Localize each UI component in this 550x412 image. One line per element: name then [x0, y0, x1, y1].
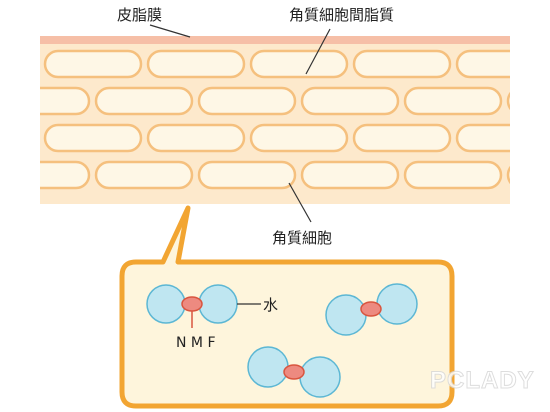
water-molecule: [198, 284, 238, 324]
nmf-molecule: [360, 301, 382, 317]
water-molecule: [247, 346, 289, 388]
corneocyte-label: 角質細胞: [272, 229, 332, 247]
nmf-label: N M F: [176, 335, 216, 351]
corneocyte-cell: [403, 160, 503, 190]
corneocyte-cell: [249, 123, 349, 153]
corneocyte-cell: [249, 49, 349, 79]
watermark-logo: PCLADY: [430, 367, 535, 394]
corneocyte-cell: [40, 86, 91, 116]
corneocyte-cell: [300, 160, 400, 190]
corneocyte-cell: [43, 123, 143, 153]
water-nmf-molecule: [247, 346, 341, 398]
water-molecule: [376, 283, 418, 325]
water-label: 水: [263, 296, 278, 314]
corneocyte-cell: [403, 86, 503, 116]
nmf-molecule: [283, 364, 305, 380]
water-nmf-molecule: [146, 284, 238, 324]
corneocyte-cell: [0, 51, 38, 77]
corneocyte-cell: [300, 86, 400, 116]
corneocyte-cell: [455, 123, 510, 153]
sebum-membrane-leader: [149, 24, 191, 38]
corneocyte-cell: [197, 160, 297, 190]
sebum-membrane-label: 皮脂膜: [117, 6, 162, 24]
corneocyte-cell: [506, 91, 510, 111]
corneocyte-cell: [43, 49, 143, 79]
intercellular-lipid-leader: [305, 28, 331, 75]
intercellular-lipid-label: 角質細胞間脂質: [289, 6, 394, 24]
corneocyte-cell: [146, 49, 246, 79]
nmf-molecule: [181, 296, 203, 312]
water-molecule: [299, 356, 341, 398]
corneocyte-cell: [352, 49, 452, 79]
corneocyte-cell: [506, 165, 510, 185]
water-molecule: [146, 284, 186, 324]
corneocyte-cell: [455, 49, 510, 79]
callout-box: [119, 205, 455, 409]
corneocyte-cell: [197, 86, 297, 116]
water-nmf-molecule: [325, 283, 418, 336]
corneocyte-cell: [94, 160, 194, 190]
corneocyte-cell: [94, 86, 194, 116]
sebum-membrane-band: [40, 36, 510, 44]
corneocyte-cell: [40, 160, 91, 190]
corneocyte-cell: [0, 125, 38, 151]
corneocyte-leader: [288, 182, 312, 223]
water-molecule: [325, 294, 367, 336]
corneocyte-cell: [146, 123, 246, 153]
corneocyte-cell: [352, 123, 452, 153]
corneocyte-cells: [0, 49, 510, 190]
